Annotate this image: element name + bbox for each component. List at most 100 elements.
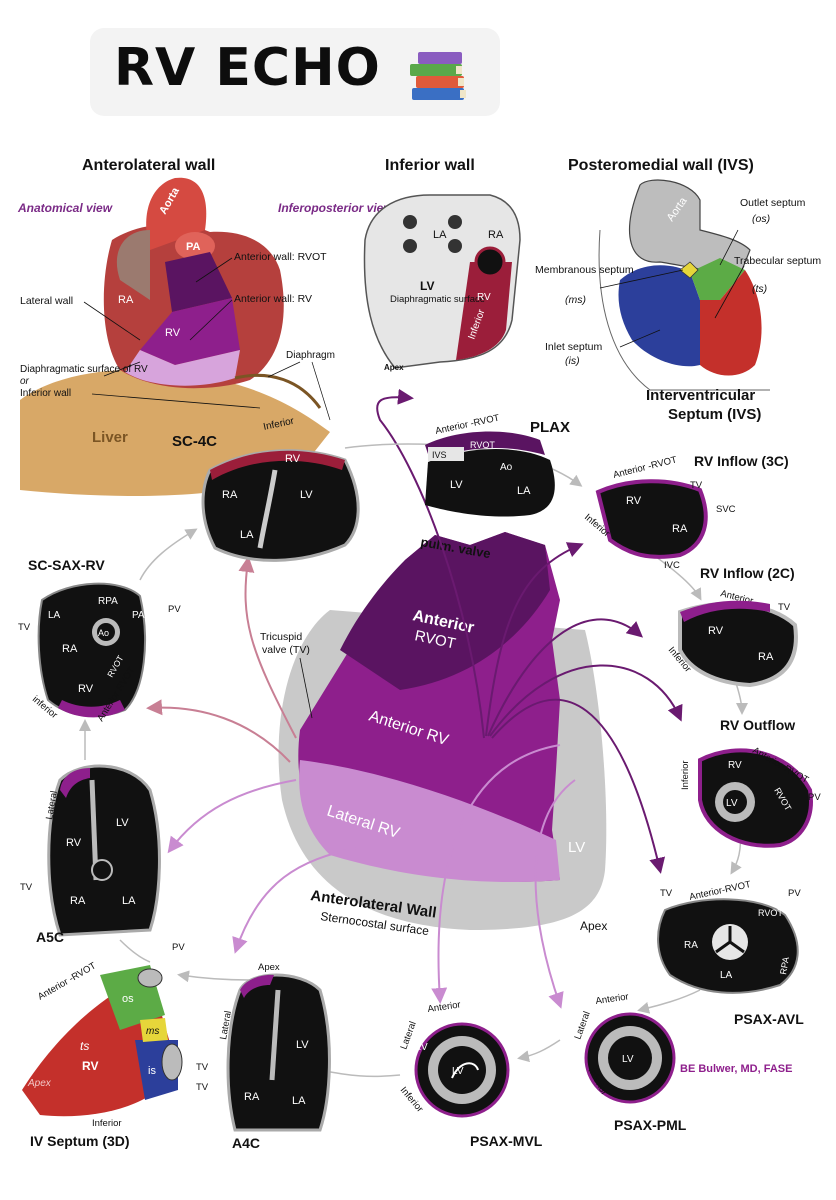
psax-avl-tv: TV — [660, 888, 673, 899]
view-a5c: LV RV RA LA Lateral TV A5C — [20, 764, 161, 945]
diaphragm-label: Diaphragm — [286, 350, 335, 361]
ivs-caption-2: Septum (IVS) — [668, 406, 761, 423]
diaphragmatic-surface-rv-label: Diaphragmatic surface of RV — [20, 364, 148, 375]
sc-sax-tv: TV — [18, 622, 31, 633]
sc4c-ra-label: RA — [222, 489, 238, 501]
a4c-apex: Apex — [258, 962, 280, 973]
apex-inferior-label: Apex — [384, 363, 404, 372]
inferoposterior-view-label: Inferoposterior view — [278, 201, 393, 215]
psax-pml-anterior: Anterior — [595, 991, 629, 1007]
iv3d-apex: Apex — [27, 1078, 52, 1089]
anterior-wall-rv-label: Anterior wall: RV — [234, 293, 312, 305]
apex-center-label: Apex — [580, 919, 607, 933]
rv-inflow-3c-anterior-rvot: Anterior -RVOT — [612, 454, 678, 481]
psax-avl-pv: PV — [788, 888, 801, 899]
a5c-tv: TV — [20, 882, 33, 893]
a5c-lateral: Lateral — [44, 790, 60, 821]
plax-label: PLAX — [530, 419, 570, 436]
sc-sax-pa: PA — [132, 610, 145, 621]
aorta-shape — [146, 177, 207, 250]
tricuspid-valve-label-1: Tricuspid — [260, 631, 302, 643]
a4c-lv: LV — [296, 1039, 309, 1051]
rv-outflow-pv: PV — [808, 792, 821, 803]
psax-avl-la: LA — [720, 970, 733, 981]
view-rv-inflow-2c: RV Inflow (2C) Anterior RV RA TV Inferio… — [666, 565, 798, 688]
sc-sax-rpa: RPA — [98, 596, 118, 607]
inferior-wall-panel: LA RA LV Diaphragmatic surface RV Inferi… — [363, 194, 521, 372]
membranous-septum-abbr: (ms) — [565, 294, 586, 306]
rv-inferior-label: RV — [477, 292, 491, 303]
a4c-tv: TV — [196, 1082, 209, 1093]
iv3d-tv: TV — [196, 1062, 209, 1073]
psax-mvl-rv: RV — [414, 1042, 428, 1053]
a4c-label: A4C — [232, 1135, 260, 1151]
pa-label: PA — [186, 241, 201, 253]
sc-sax-ao: Ao — [98, 628, 109, 638]
plax-la-label: LA — [517, 485, 531, 497]
view-sc-sax-rv: SC-SAX-RV RPA LA PA Ao RA RV RVOT PV TV … — [18, 557, 181, 724]
iv3d-anterior-rvot: Anterior -RVOT — [36, 960, 98, 1002]
outlet-septum-abbr: (os) — [752, 213, 770, 225]
ivs-caption-1: Interventricular — [646, 387, 755, 404]
sc-sax-pv: PV — [168, 604, 181, 615]
a5c-la: LA — [122, 895, 136, 907]
rv-inflow-2c-tv: TV — [778, 602, 791, 613]
rv-anatomical-label: RV — [165, 327, 181, 339]
psax-pml-lateral: Lateral — [572, 1010, 592, 1041]
psax-avl-rpa: RPA — [778, 956, 791, 975]
rv-inflow-3c-rv: RV — [626, 495, 642, 507]
trabecular-septum-abbr: (ts) — [752, 283, 767, 295]
iv3d-inferior: Inferior — [92, 1118, 122, 1129]
sc-4c-label: SC-4C — [172, 433, 217, 450]
rv-outflow-label: RV Outflow — [720, 717, 795, 733]
view-plax: PLAX Anterior -RVOT RVOT IVS Ao LV LA — [425, 413, 570, 517]
a4c-lateral: Lateral — [218, 1010, 234, 1041]
a4c-ra: RA — [244, 1091, 260, 1103]
view-rv-outflow: RV Outflow LV RV RVOT PV Anterior-RVOT I… — [680, 717, 821, 848]
posteromedial-panel: Aorta Outlet septum (os) Trabecular sept… — [535, 179, 821, 423]
sc-sax-la: LA — [48, 610, 61, 621]
rv-inflow-3c-label: RV Inflow (3C) — [694, 453, 789, 469]
a5c-lv: LV — [116, 817, 129, 829]
rv-outflow-inferior: Inferior — [680, 760, 691, 790]
inferior-wall-anatomical-label: Inferior wall — [20, 388, 71, 399]
anatomical-view-panel: Anatomical view Inferoposterior view Liv… — [17, 177, 393, 496]
ra-inferior-label: RA — [488, 229, 504, 241]
heading-anterolateral-wall: Anterolateral wall — [82, 157, 215, 174]
rv-inflow-3c-tv: TV — [690, 480, 703, 491]
credit-label: BE Bulwer, MD, FASE — [680, 1063, 792, 1075]
view-psax-avl: Anterior-RVOT TV PV RVOT RA LA RPA PSAX-… — [657, 879, 804, 1027]
psax-mvl-lv: LV — [452, 1066, 464, 1077]
rv-echo-diagram: Anterolateral wall Inferior wall Postero… — [17, 157, 821, 1151]
a4c-la: LA — [292, 1095, 306, 1107]
a5c-ra: RA — [70, 895, 86, 907]
outlet-septum-label: Outlet septum — [740, 197, 806, 209]
inlet-septum-label: Inlet septum — [545, 341, 602, 353]
psax-mvl-anterior: Anterior — [427, 999, 461, 1015]
psax-avl-rvot: RVOT — [758, 908, 783, 918]
heading-inferior-wall: Inferior wall — [385, 157, 475, 174]
anatomical-view-label: Anatomical view — [17, 201, 113, 215]
rv-inflow-3c-ivc: IVC — [664, 560, 680, 571]
rv-inflow-2c-rv: RV — [708, 625, 724, 637]
view-sc-4c: SC-4C RV RA LV LA — [172, 433, 360, 562]
title-card: RV ECHO — [90, 28, 500, 116]
membranous-septum-label: Membranous septum — [535, 264, 634, 276]
rv-outflow-lv: LV — [726, 798, 738, 809]
rvot-wall — [165, 252, 232, 312]
books-icon — [410, 52, 466, 100]
sc-sax-rv-label: SC-SAX-RV — [28, 557, 105, 573]
view-a4c: Apex LV RA LA Lateral TV A4C — [196, 962, 331, 1151]
a5c-label: A5C — [36, 929, 64, 945]
psax-avl-label: PSAX-AVL — [734, 1011, 804, 1027]
rv-inflow-3c-ra: RA — [672, 523, 688, 535]
sc4c-lv-label: LV — [300, 489, 313, 501]
tricuspid-valve-label-2: valve (TV) — [262, 644, 310, 656]
diaphragmatic-surface-label: Diaphragmatic surface — [390, 294, 485, 305]
view-iv-septum-3d: ts RV os ms is Apex Anterior -RVOT PV TV… — [22, 942, 209, 1149]
heading-posteromedial-wall: Posteromedial wall (IVS) — [568, 157, 754, 174]
view-rv-inflow-3c: RV Inflow (3C) Anterior -RVOT RV RA TV S… — [582, 453, 789, 571]
sc4c-rv-label: RV — [285, 453, 301, 465]
a5c-rv: RV — [66, 837, 82, 849]
rv-outflow-rv: RV — [728, 760, 742, 771]
